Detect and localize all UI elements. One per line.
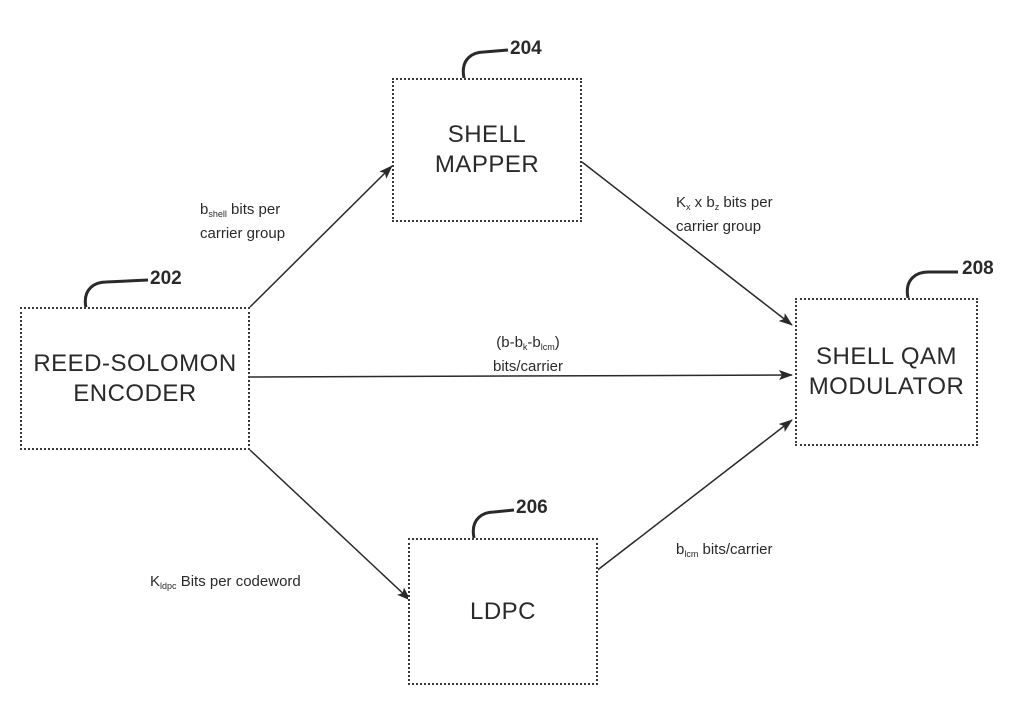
block-label-line-2: ENCODER	[73, 379, 197, 407]
label-text: x b	[690, 194, 715, 211]
reed-solomon-encoder-block: REED-SOLOMON ENCODER	[20, 307, 250, 450]
shell-qam-modulator-block: SHELL QAM MODULATOR	[795, 298, 978, 446]
label-text: K	[676, 194, 687, 211]
ldpc-block: LDPC	[408, 538, 598, 685]
arrow-rs-to-mapper	[249, 165, 393, 308]
label-text: )	[554, 334, 560, 351]
label-subscript: lcm	[540, 342, 555, 352]
label-subscript: k	[522, 342, 528, 352]
ref-number-208: 208	[962, 258, 994, 279]
label-line-1: (b-bk-blcm)	[458, 333, 598, 357]
label-text: (b-b	[496, 334, 523, 351]
label-line-1: blcm bits/carrier	[676, 540, 773, 564]
label-text: Bits per codeword	[176, 573, 301, 590]
label-rs-to-mapper: bshell bits per carrier group	[200, 200, 285, 243]
label-line-1: bshell bits per	[200, 200, 285, 224]
label-text: b	[200, 201, 209, 218]
leader-208	[905, 270, 958, 299]
label-line-2: bits/carrier	[492, 358, 563, 375]
arrow-mapper-to-qam	[581, 161, 793, 326]
label-line-2: carrier group	[200, 225, 286, 242]
block-label-line-2: MAPPER	[434, 151, 540, 178]
label-text: bits/carrier	[698, 541, 773, 558]
leader-206	[471, 508, 515, 539]
label-text: bits per	[719, 194, 773, 211]
label-ldpc-to-qam: blcm bits/carrier	[676, 540, 773, 564]
arrow-rs-to-ldpc	[249, 449, 411, 601]
label-text: b	[676, 541, 685, 558]
label-subscript: x	[686, 202, 691, 212]
label-line-2: carrier group	[676, 218, 762, 235]
shell-mapper-block: SHELL MAPPER	[392, 78, 582, 222]
label-line-1: Kldpc Bits per codeword	[150, 572, 301, 596]
label-line-1: Kx x bz bits per	[676, 193, 773, 217]
leader-202	[83, 278, 149, 309]
ref-number-202: 202	[150, 268, 182, 289]
label-rs-to-ldpc: Kldpc Bits per codeword	[150, 572, 301, 596]
label-mapper-to-qam: Kx x bz bits per carrier group	[676, 193, 773, 236]
block-label-line-1: REED-SOLOMON	[33, 349, 237, 377]
label-subscript: ldpc	[160, 581, 177, 591]
block-label-line-2: MODULATOR	[808, 373, 965, 400]
label-subscript: shell	[208, 209, 227, 219]
label-subscript: lcm	[684, 549, 699, 559]
label-text: K	[150, 573, 161, 590]
leader-204	[461, 48, 509, 79]
label-rs-to-qam: (b-bk-blcm) bits/carrier	[458, 333, 598, 376]
arrow-ldpc-to-qam	[594, 419, 793, 573]
block-label-line-1: LDPC	[469, 597, 537, 625]
block-label-line-1: SHELL QAM	[816, 343, 957, 370]
block-label-line-1: SHELL	[447, 121, 527, 148]
ref-number-206: 206	[516, 497, 548, 518]
label-text: -b	[527, 334, 541, 351]
ref-number-204: 204	[510, 38, 542, 59]
label-text: bits per	[226, 201, 281, 218]
label-subscript: z	[714, 202, 720, 212]
arrow-rs-to-qam	[249, 370, 793, 381]
